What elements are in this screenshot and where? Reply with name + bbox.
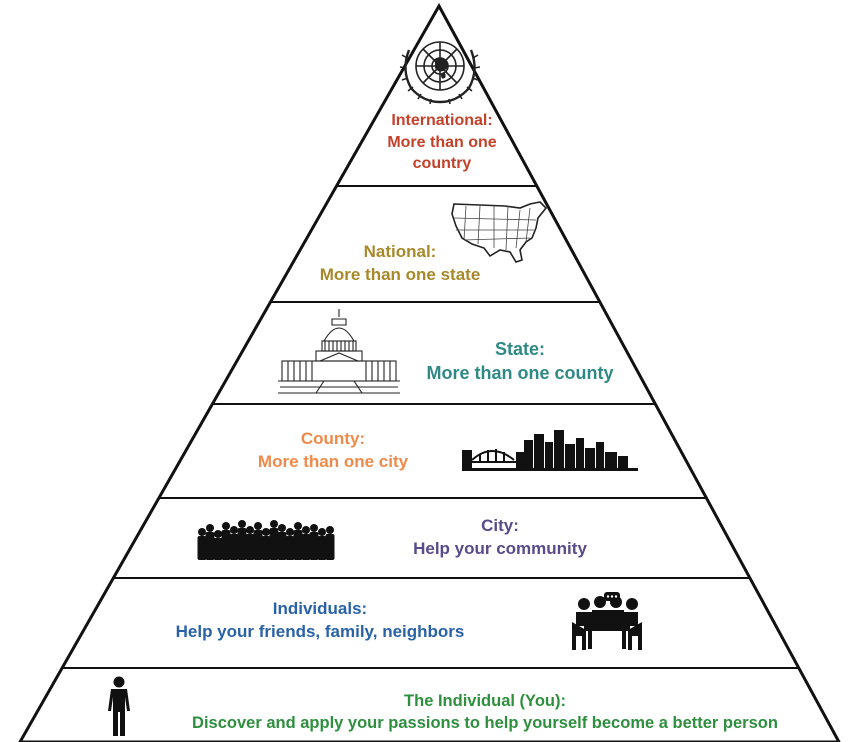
level-international: International: More than one country [372, 110, 512, 175]
level-international-line-1: More than one [387, 133, 497, 151]
usa-map-icon [451, 201, 548, 263]
level-city-title: City: [481, 516, 519, 535]
level-you-line-1: Discover and apply your passions to help… [192, 714, 778, 733]
level-national: National: More than one state [300, 241, 500, 287]
level-international-title: International: [391, 112, 493, 129]
level-you-title: The Individual (You): [404, 692, 566, 710]
level-city: City: Help your community [390, 515, 610, 561]
level-county-line-1: More than one city [257, 451, 409, 471]
crowd-icon [197, 520, 335, 560]
capitol-building-icon [278, 309, 400, 394]
level-national-title: National: [363, 242, 437, 261]
level-individuals-title: Individuals: [272, 599, 368, 618]
level-individuals-line-1: Help your friends, family, neighbors [175, 621, 465, 641]
level-national-line-1: More than one state [319, 264, 481, 284]
level-county: County: More than one city [238, 428, 428, 474]
level-city-line-1: Help your community [413, 538, 587, 558]
level-state: State: More than one county [405, 337, 635, 386]
level-international-line-2: country [412, 155, 472, 173]
level-county-title: County: [300, 429, 366, 448]
un-emblem-icon [399, 41, 481, 105]
city-skyline-icon [462, 430, 638, 471]
level-state-line-1: More than one county [426, 363, 614, 384]
group-table-icon [572, 592, 642, 650]
person-icon [108, 676, 130, 736]
level-you: The Individual (You): Discover and apply… [140, 690, 830, 735]
level-state-title: State: [494, 339, 545, 359]
level-individuals: Individuals: Help your friends, family, … [140, 598, 500, 644]
